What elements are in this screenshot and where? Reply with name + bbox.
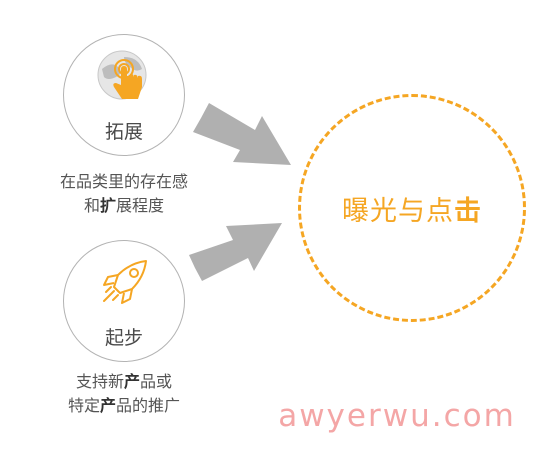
stage-launch-title: 起步 [104, 327, 143, 349]
globe-tap-icon [97, 50, 147, 100]
arrow-top [193, 103, 291, 165]
stage-launch-circle: 起步 [63, 240, 185, 362]
arrow-bottom [189, 223, 282, 281]
goal-label: 曝光与点击 [342, 196, 482, 227]
stage-expand-caption-line1: 在品类里的存在感 [59, 172, 188, 191]
watermark-text: awyerwu.com [278, 398, 516, 434]
stage-expand-caption-line2: 和扩展程度 [83, 196, 165, 215]
stage-expand-title: 拓展 [104, 121, 143, 143]
stage-expand-caption: 在品类里的存在感 和扩展程度 [20, 170, 228, 218]
stage-launch-caption: 支持新产品或 特定产品的推广 [20, 370, 228, 418]
goal-dashed-circle: 曝光与点击 [298, 94, 526, 322]
stage-launch-caption-line1: 支持新产品或 [75, 372, 173, 391]
stage-expand-circle: 拓展 [63, 34, 185, 156]
stage-launch-caption-line2: 特定产品的推广 [67, 396, 181, 415]
rocket-icon [103, 260, 147, 304]
